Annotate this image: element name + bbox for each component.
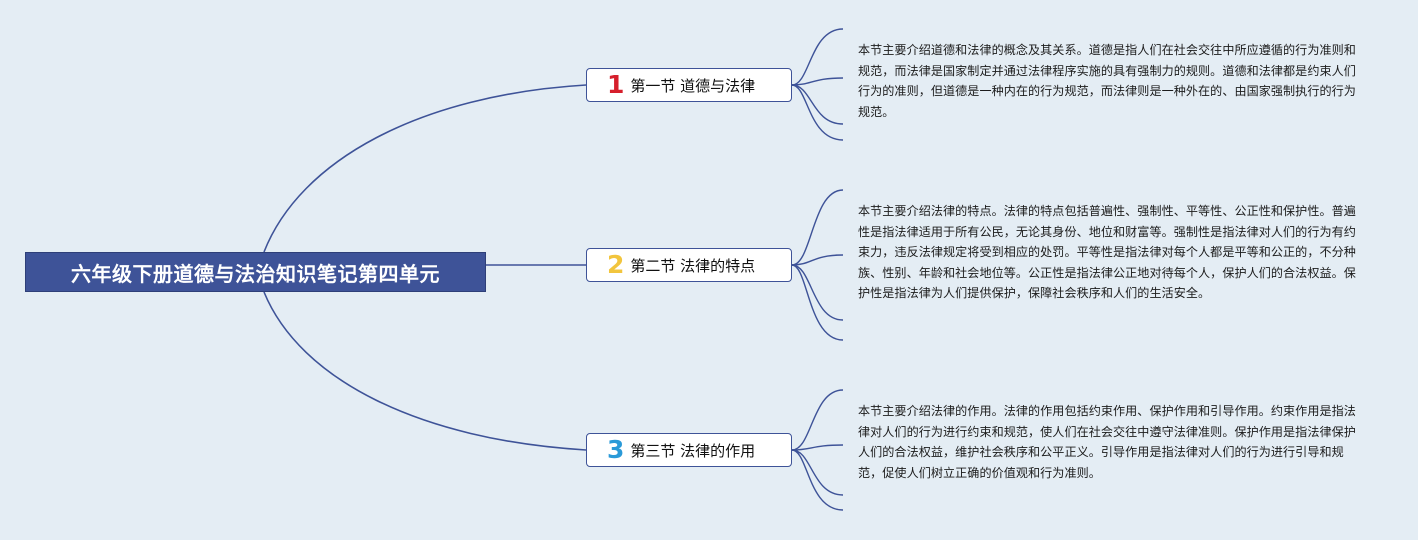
connector-fan-branch-3 — [791, 389, 844, 511]
branch-topic-3-title: 第三节 法律的作用 — [630, 441, 756, 460]
connector-root-branch-3 — [263, 291, 587, 451]
branch-topic-2[interactable]: 2 第二节 法律的特点 — [586, 248, 792, 282]
connector-fan-branch-2 — [791, 189, 844, 341]
branch-topic-2-title: 第二节 法律的特点 — [630, 256, 756, 275]
branch-1-description[interactable]: 本节主要介绍道德和法律的概念及其关系。道德是指人们在社会交往中所应遵循的行为准则… — [858, 43, 1356, 119]
connector-root-branch-1 — [263, 84, 587, 253]
branch-topic-1[interactable]: 1 第一节 道德与法律 — [586, 68, 792, 102]
connector-fan-branch-1 — [791, 28, 844, 141]
root-topic[interactable]: 六年级下册道德与法治知识笔记第四单元 — [25, 252, 486, 292]
number-2-icon: 2 — [607, 249, 625, 279]
root-topic-title: 六年级下册道德与法治知识笔记第四单元 — [71, 261, 440, 286]
number-3-icon: 3 — [607, 434, 625, 464]
number-1-icon: 1 — [607, 69, 625, 99]
branch-2-description[interactable]: 本节主要介绍法律的特点。法律的特点包括普遍性、强制性、平等性、公正性和保护性。普… — [858, 204, 1356, 300]
branch-topic-1-title: 第一节 道德与法律 — [630, 76, 756, 95]
branch-topic-3[interactable]: 3 第三节 法律的作用 — [586, 433, 792, 467]
branch-3-description[interactable]: 本节主要介绍法律的作用。法律的作用包括约束作用、保护作用和引导作用。约束作用是指… — [858, 404, 1356, 480]
